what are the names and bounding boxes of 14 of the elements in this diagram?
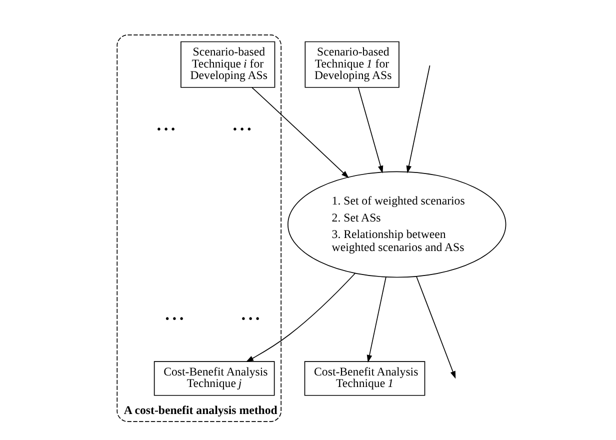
arrow bbox=[416, 276, 456, 379]
arrow bbox=[406, 65, 430, 174]
label: • • • bbox=[165, 311, 184, 326]
arrow bbox=[246, 272, 356, 362]
node-box: Scenario-based Technique i for Developing ASs bbox=[180, 41, 276, 88]
arrow bbox=[358, 86, 384, 174]
arrow bbox=[252, 87, 349, 178]
node-box: Cost-Benefit Analysis Technique j bbox=[154, 361, 275, 396]
node-box: Scenario-based Technique 1 for Developing ASs bbox=[304, 41, 400, 88]
label: • • • bbox=[241, 311, 260, 326]
arrow bbox=[366, 276, 386, 363]
node-box: Cost-Benefit Analysis Technique 1 bbox=[304, 361, 426, 396]
label: • • • bbox=[232, 122, 252, 136]
label: • • • bbox=[156, 122, 176, 136]
